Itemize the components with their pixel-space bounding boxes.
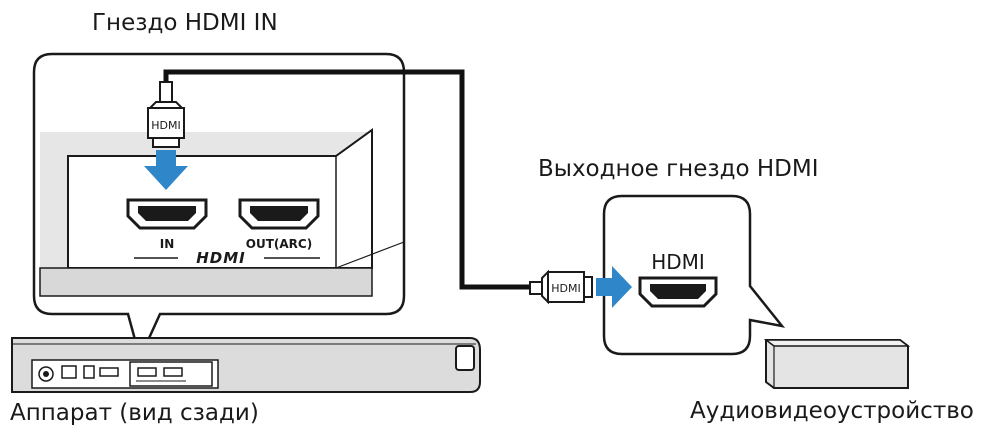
hdmi-plug-icon (147, 81, 185, 148)
hdmi-brand-logo: HDMI (196, 249, 246, 267)
av-device-illustration (763, 339, 911, 389)
hdmi-port-icon (137, 367, 157, 377)
port-in-label: IN (160, 237, 175, 251)
unit-rear-view-label: Аппарат (вид сзади) (10, 400, 259, 426)
down-arrow-icon (144, 150, 188, 190)
hdmi-port-icon (638, 276, 718, 308)
av-port-label: HDMI (651, 250, 705, 274)
hdmi-cable (163, 69, 534, 290)
soundbar-rear-view (11, 337, 481, 393)
hdmi-port-icon (238, 198, 320, 230)
port-out-arc-label: OUT(ARC) (246, 237, 312, 251)
hdmi-plug-icon (529, 269, 593, 305)
right-arrow-icon (596, 266, 632, 308)
unit-rear-panel-closeup (39, 128, 405, 297)
usb-port-icon (99, 367, 119, 377)
hdmi-output-jack-label: Выходное гнездо HDMI (538, 156, 819, 182)
right-callout-bubble (602, 194, 786, 356)
hdmi-port-icon (163, 367, 183, 377)
hdmi-in-jack-label: Гнездо HDMI IN (92, 10, 278, 36)
optical-port-icon (83, 365, 95, 379)
network-port-icon (61, 365, 77, 379)
plug-connector-label: HDMI (551, 282, 580, 295)
hdmi-port-icon (126, 198, 208, 230)
plug-connector-label: HDMI (151, 119, 180, 132)
side-handle-icon (455, 345, 475, 371)
av-device-label: Аудиовидеоустройство (690, 398, 974, 424)
